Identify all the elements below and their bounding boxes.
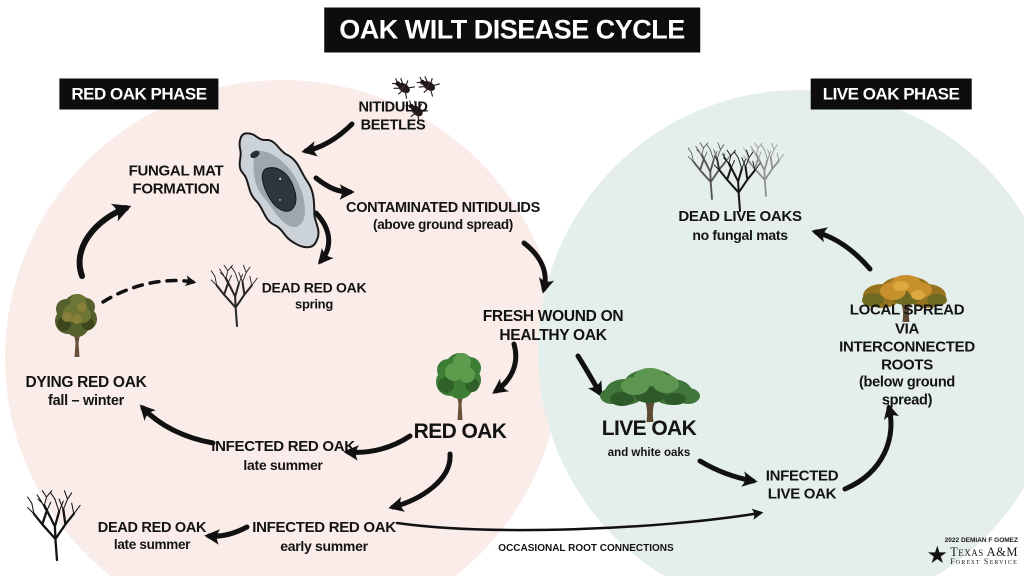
- label-infected-red-oak-late: INFECTED RED OAK late summer: [211, 420, 355, 492]
- arrow-contaminated-to-wound: [521, 240, 555, 294]
- arrow-infected-late-to-dying: [139, 404, 216, 446]
- label-local-spread-title: LOCAL SPREAD VIA INTERCONNECTED ROOTS: [839, 301, 975, 374]
- label-contaminated-nitidulids: CONTAMINATED NITIDULIDS (above ground sp…: [346, 182, 540, 252]
- label-dead-red-oak-late: DEAD RED OAK late summer: [97, 502, 207, 572]
- label-local-spread-sub: (below ground spread): [859, 374, 955, 409]
- arrow-wound-to-live-oak: [575, 353, 603, 398]
- label-dying-red-sub: fall – winter: [48, 392, 124, 409]
- label-contaminated-title: CONTAMINATED NITIDULIDS: [346, 199, 540, 216]
- label-infected-early-sub: early summer: [280, 537, 368, 554]
- local-spread-tree: [862, 275, 947, 322]
- label-dead-live-sub: no fungal mats: [692, 226, 788, 243]
- label-dead-live-oaks: DEAD LIVE OAKS no fungal mats: [678, 190, 802, 262]
- arrow-mat-to-dead-red-spring: [313, 210, 334, 265]
- label-dead-live-title: DEAD LIVE OAKS: [678, 208, 802, 226]
- arrow-live-to-infected-live: [697, 458, 758, 487]
- arrow-occasional-root-connection: [395, 508, 764, 532]
- label-local-spread: LOCAL SPREAD VIA INTERCONNECTED ROOTS (b…: [839, 283, 975, 428]
- live-oak-tree: [600, 368, 700, 422]
- arrow-local-spread-to-dead-live: [811, 227, 873, 272]
- label-live-oak: LIVE OAK and white oaks: [601, 390, 697, 486]
- credit-author: 2022 DEMIAN F GOMEZ: [944, 537, 1018, 544]
- label-infected-late-title: INFECTED RED OAK: [211, 438, 355, 456]
- dead-red-oak-spring-tree: [210, 264, 259, 328]
- label-infected-live-oak: INFECTED LIVE OAK: [765, 467, 839, 503]
- dead-red-oak-late-tree: [26, 489, 82, 562]
- arrow-red-to-infected-early: [388, 451, 453, 512]
- label-dying-red-title: DYING RED OAK: [25, 373, 147, 391]
- label-infected-early-title: INFECTED RED OAK: [252, 519, 396, 537]
- label-infected-late-sub: late summer: [243, 456, 323, 473]
- credit-org-line1: Texas A&M: [950, 544, 1018, 559]
- label-fungal-mat-formation: FUNGAL MAT FORMATION: [128, 162, 224, 198]
- label-occasional-root-connections: OCCASIONAL ROOT CONNECTIONS: [498, 542, 674, 554]
- label-dead-red-late-title: DEAD RED OAK: [97, 519, 207, 536]
- red-oak-phase-banner: RED OAK PHASE: [59, 78, 219, 110]
- label-nitidulid-beetles: NITIDULID BEETLES: [358, 99, 428, 133]
- texas-star-icon: ★: [926, 542, 949, 569]
- label-infected-red-oak-early: INFECTED RED OAK early summer: [252, 501, 396, 573]
- label-live-oak-title: LIVE OAK: [601, 416, 697, 440]
- arrow-dying-to-fungal-formation: [76, 203, 132, 279]
- live-oak-phase-banner: LIVE OAK PHASE: [810, 78, 972, 110]
- fungal-mat-illustration: [238, 132, 320, 249]
- page-title: OAK WILT DISEASE CYCLE: [324, 7, 700, 53]
- label-dead-red-spring-sub: spring: [295, 296, 333, 312]
- arrow-layer: [76, 121, 900, 545]
- label-red-oak: RED OAK: [413, 420, 507, 444]
- label-dead-red-oak-spring: DEAD RED OAK spring: [262, 262, 367, 329]
- credit-org-line2: Forest Service: [950, 557, 1018, 567]
- beetle-icon: [389, 74, 416, 100]
- arrow-early-to-dead-late: [204, 524, 250, 545]
- arrow-red-to-infected-late: [343, 433, 413, 461]
- credits: 2022 DEMIAN F GOMEZ ★ Texas A&M Forest S…: [927, 537, 1018, 568]
- label-fresh-wound: FRESH WOUND ON HEALTHY OAK: [482, 308, 624, 344]
- dying-red-oak-tree: [55, 294, 97, 357]
- arrow-infected-live-to-local-spread: [842, 403, 900, 492]
- arrow-wound-to-red-oak: [492, 341, 519, 394]
- label-dying-red-oak: DYING RED OAK fall – winter: [26, 355, 147, 429]
- arrow-mat-to-contaminated: [313, 175, 355, 200]
- arrow-dying-to-dead-spring-dashed: [101, 275, 197, 304]
- beetle-icon: [414, 72, 441, 98]
- label-contaminated-sub: (above ground spread): [373, 217, 513, 233]
- label-dead-red-late-sub: late summer: [113, 537, 191, 553]
- red-oak-tree: [436, 353, 481, 420]
- label-dead-red-spring-title: DEAD RED OAK: [261, 279, 367, 296]
- label-live-oak-sub: and white oaks: [607, 447, 691, 460]
- live-oak-phase-circle: [538, 90, 1024, 576]
- arrow-beetles-to-mat: [301, 121, 355, 157]
